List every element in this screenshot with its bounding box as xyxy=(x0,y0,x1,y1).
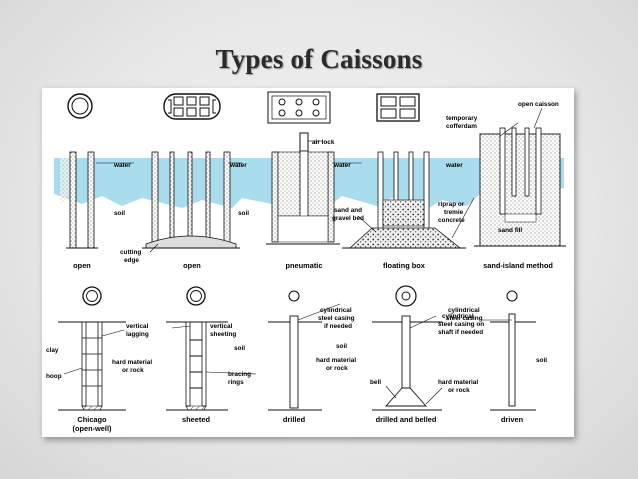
label-or-rock-1: or rock xyxy=(122,367,144,374)
label-gravel-bed: gravel bed xyxy=(332,215,364,222)
label-soil-5: soil xyxy=(536,357,547,364)
label-riprap: riprap or xyxy=(438,201,465,208)
label-tremie: tremie xyxy=(444,209,464,216)
caisson-chicago xyxy=(58,321,126,411)
caption-drilled: drilled xyxy=(283,415,306,424)
caption-drilled-belled: drilled and belled xyxy=(376,415,437,424)
plan-view-drilled-caissons xyxy=(82,285,518,307)
label-hard-material-3: hard material xyxy=(438,379,478,386)
leader-lines xyxy=(63,107,543,405)
label-cylindrical-3: cylindrical xyxy=(448,307,480,314)
label-water-2: water xyxy=(229,162,247,169)
label-cutting: cutting xyxy=(120,249,141,256)
plan-view-open xyxy=(67,93,93,119)
label-cofferdam: cofferdam xyxy=(446,123,477,130)
label-water-4: water xyxy=(445,162,463,169)
caisson-drilled xyxy=(268,315,322,411)
caption-open-well: (open-well) xyxy=(72,424,112,433)
label-soil-3: soil xyxy=(234,345,245,352)
label-or-rock-3: or rock xyxy=(448,387,470,394)
label-hoop: hoop xyxy=(46,373,62,380)
label-edge: edge xyxy=(124,257,139,264)
label-water-1: water xyxy=(113,162,131,169)
caption-sheeted: sheeted xyxy=(182,415,210,424)
label-sheeting: sheeting xyxy=(210,331,236,338)
label-soil-4: soil xyxy=(336,343,347,350)
label-steel-casing-2: steel casing xyxy=(446,315,483,322)
caption-floating-box: floating box xyxy=(383,261,426,270)
label-lagging: lagging xyxy=(126,331,149,338)
label-sand-fill: sand fill xyxy=(498,227,522,234)
caisson-pneumatic xyxy=(266,132,340,245)
plan-view-open-multicell xyxy=(163,93,221,120)
label-vertical-2: vertical xyxy=(210,323,233,330)
label-soil-1: soil xyxy=(114,210,125,217)
label-steel-casing-1: steel casing xyxy=(318,315,355,322)
label-water-3: water xyxy=(333,162,351,169)
label-vertical-1: vertical xyxy=(126,323,149,330)
label-concrete: concrete xyxy=(438,217,465,224)
caisson-sand-island xyxy=(474,127,566,247)
label-hard-material-1: hard material xyxy=(112,359,152,366)
label-soil-2: soil xyxy=(238,210,249,217)
caption-chicago: Chicago xyxy=(77,415,107,424)
label-cylindrical-1: cylindrical xyxy=(320,307,352,314)
label-air-lock: air lock xyxy=(312,139,335,146)
caption-open-2: open xyxy=(183,261,201,270)
label-bracing: bracing xyxy=(228,371,251,378)
caption-sand-island: sand-island method xyxy=(483,261,553,270)
label-clay: clay xyxy=(46,347,59,354)
caisson-driven xyxy=(490,313,536,411)
label-cylindrical-2: cylindrical xyxy=(442,313,474,320)
label-if-needed: if needed xyxy=(324,323,352,330)
caisson-sheeted xyxy=(166,321,228,411)
plan-view-floating-box xyxy=(376,93,420,122)
label-hard-material-2: hard material xyxy=(316,357,356,364)
label-shaft-if-needed: shaft if needed xyxy=(438,329,483,336)
caption-pneumatic: pneumatic xyxy=(286,261,323,270)
caption-open-1: open xyxy=(73,261,91,270)
label-steel-casing-on: steel casing on xyxy=(438,321,484,328)
caisson-diagram: water water water water air lock soil so… xyxy=(42,88,574,437)
label-or-rock-2: or rock xyxy=(326,365,348,372)
label-temporary: temporary xyxy=(446,115,478,122)
plan-view-pneumatic xyxy=(267,91,331,124)
label-bell: bell xyxy=(370,379,381,386)
caisson-floating-box xyxy=(342,151,466,249)
caption-driven: driven xyxy=(501,415,524,424)
slide-title: Types of Caissons xyxy=(215,44,423,74)
label-open-caisson: open caisson xyxy=(518,101,559,108)
label-sand-and: sand and xyxy=(334,207,362,214)
caisson-open-single xyxy=(60,151,98,249)
caisson-open-multicell xyxy=(142,151,240,249)
label-rings: rings xyxy=(228,379,244,386)
caisson-drilled-belled xyxy=(372,315,442,411)
